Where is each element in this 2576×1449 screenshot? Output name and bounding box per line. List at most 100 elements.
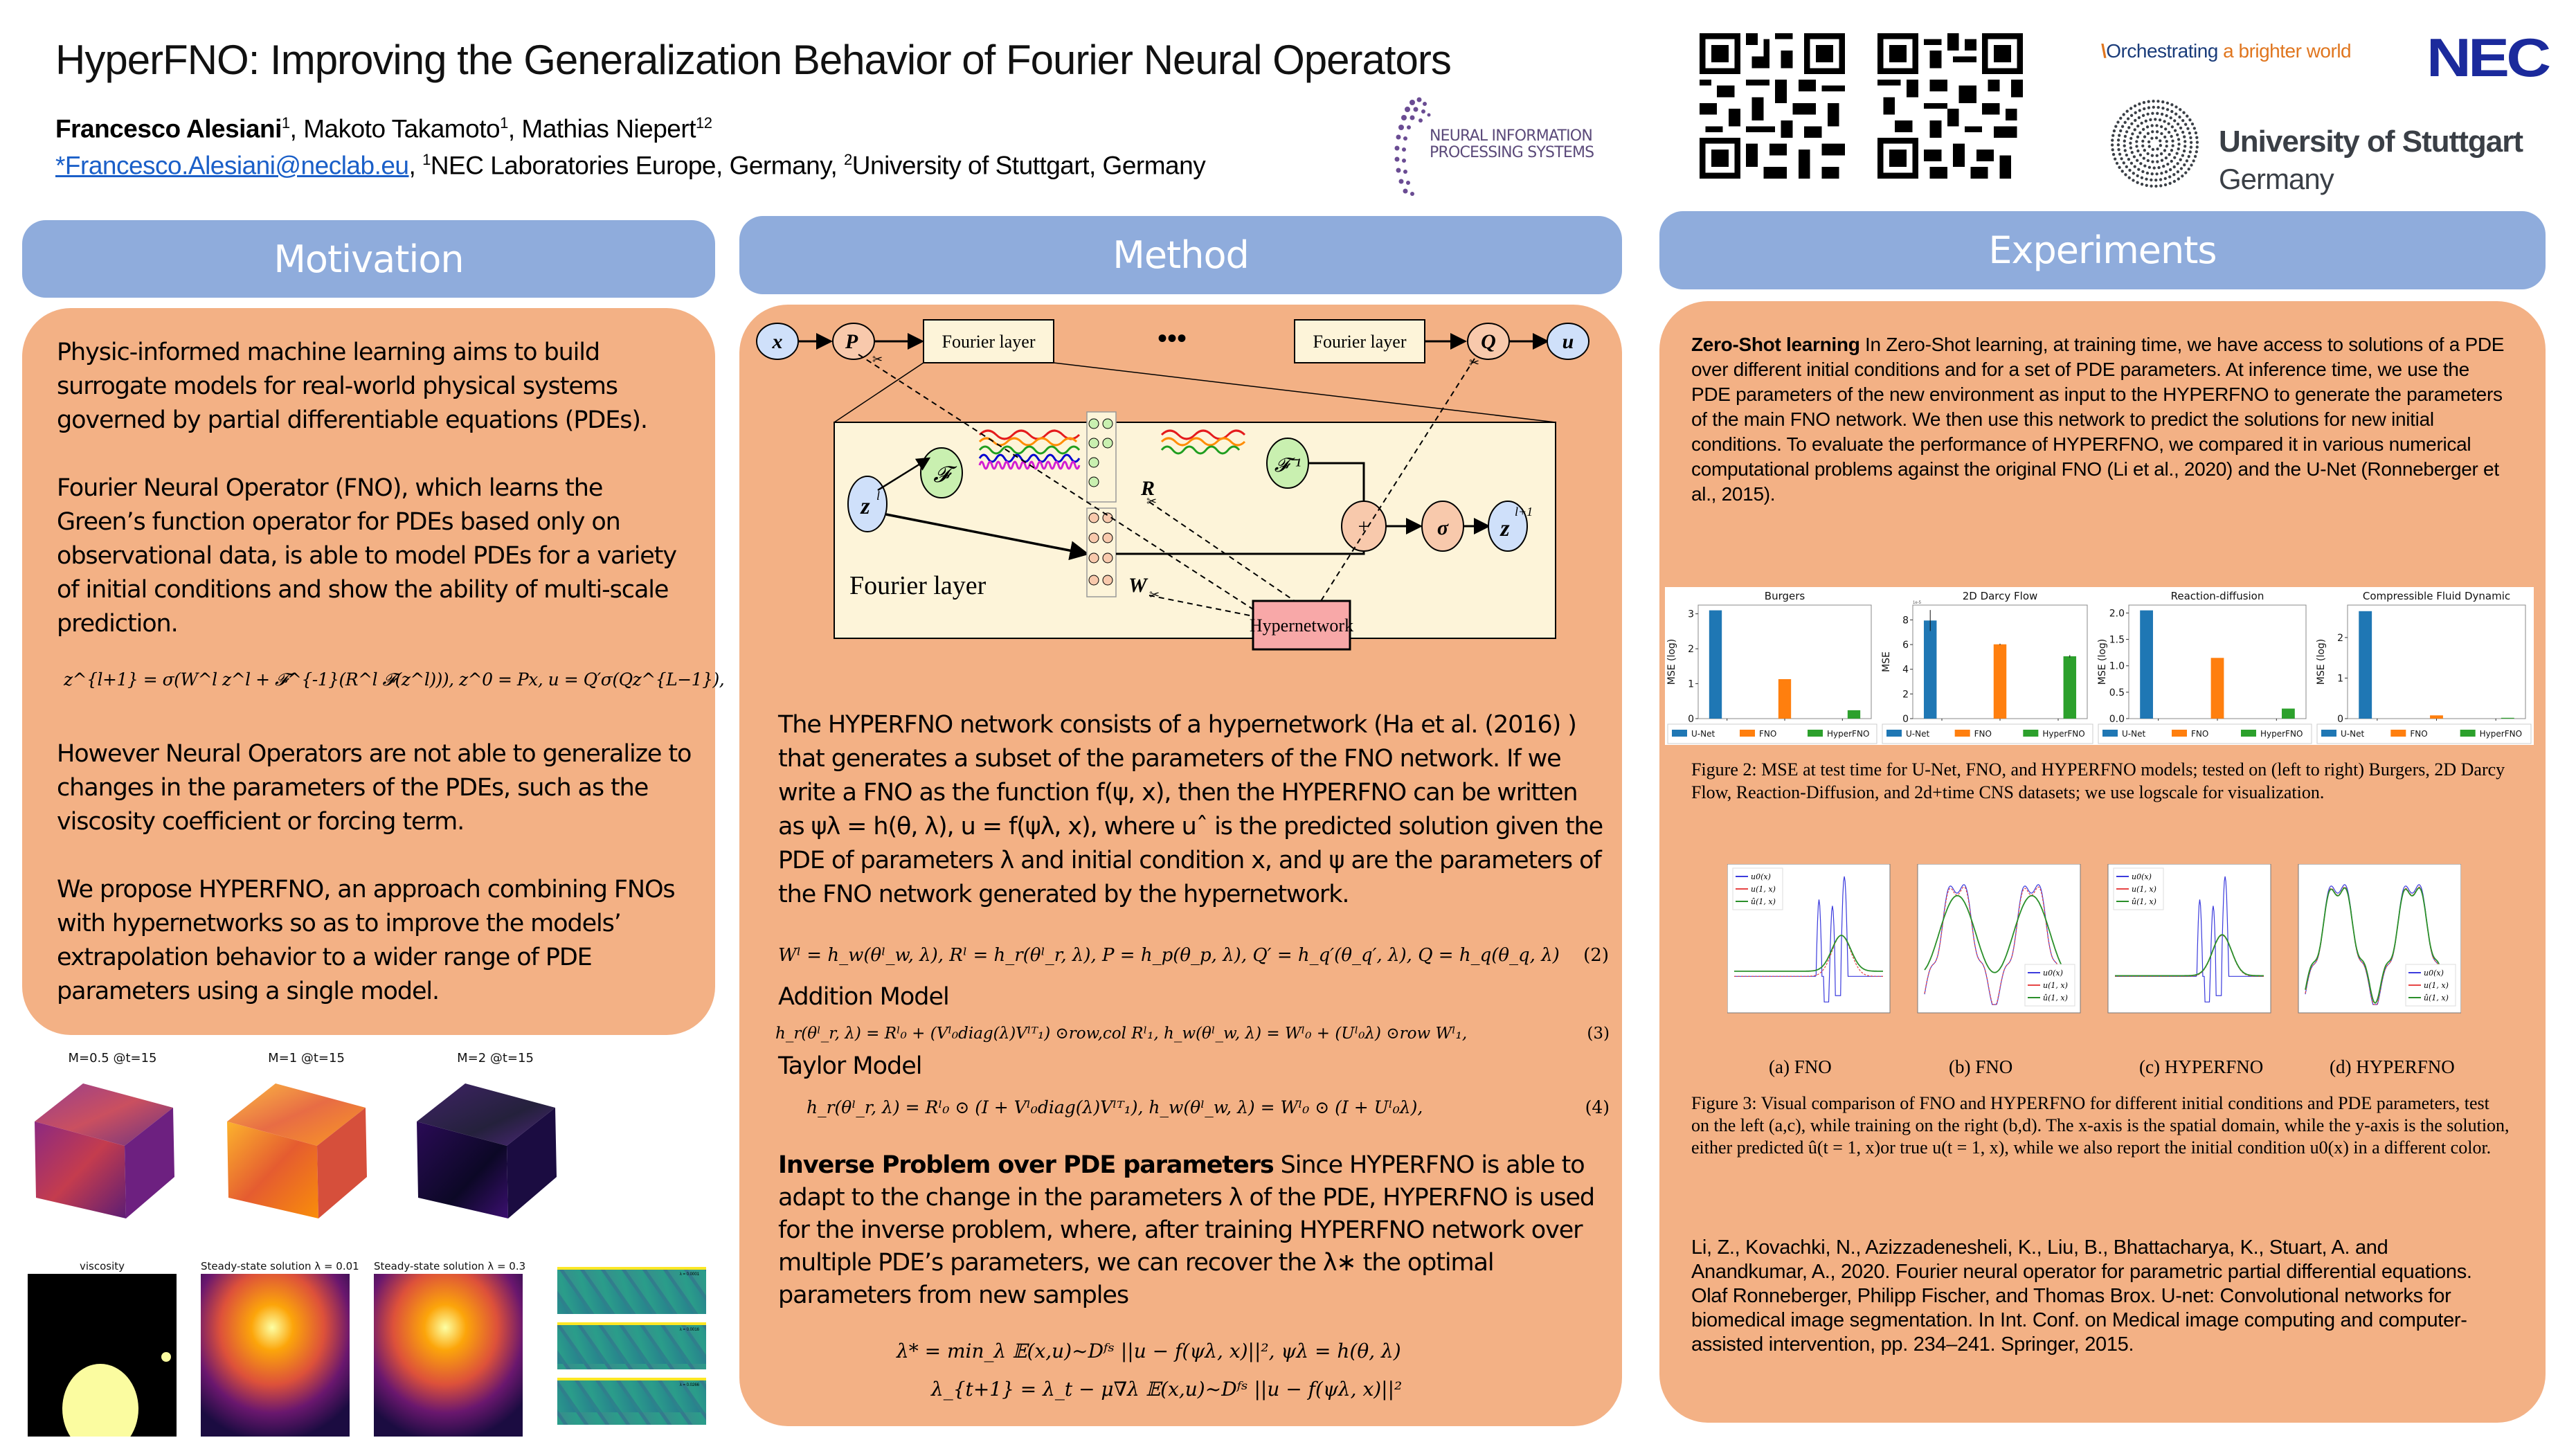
series-uh (2115, 934, 2264, 977)
chart-title: 2D Darcy Flow (1963, 590, 2038, 602)
scissors-icon: ✂ (1146, 494, 1157, 508)
method-header: Method (739, 216, 1622, 294)
equation-3: h_r(θˡ_r, λ) = Rˡ₀ + (Vˡ₀diag(λ)Vˡᵀ₁) ⊙r… (775, 1025, 1610, 1043)
legend-swatch (2023, 730, 2039, 737)
turbulence-cubes (35, 1083, 557, 1218)
poster-title: HyperFNO: Improving the Generalization B… (55, 37, 1452, 83)
reference-item: Olaf Ronneberger, Philipp Fischer, and T… (1691, 1285, 2467, 1356)
y-tick-label: 4 (1902, 665, 1909, 676)
series-u1 (1924, 886, 2074, 1005)
legend-box (2316, 723, 2532, 744)
darcy-title: Steady-state solution λ = 0.01 (201, 1260, 359, 1272)
legend-box (1882, 723, 2093, 744)
email-link[interactable]: *Francesco.Alesiani@neclab.eu (55, 151, 409, 180)
affiliation-stuttgart: University of Stuttgart, Germany (852, 151, 1206, 180)
z-l1-node (1488, 501, 1528, 552)
stuttgart-country: Germany (2219, 163, 2334, 195)
legend-label: FNO (1974, 729, 1992, 739)
svg-text:z: z (860, 494, 870, 519)
cube-m2 (417, 1083, 557, 1218)
y-tick-label: 3 (1688, 609, 1694, 620)
hyperfno-architecture-diagram: x P Fourier layer ••• Fourier layer Q u … (756, 319, 1589, 651)
legend-label: U-Net (1906, 729, 1929, 739)
addition-model-heading: Addition Model (778, 983, 950, 1011)
cube-m1 (227, 1083, 367, 1218)
svg-text:z: z (1499, 516, 1510, 541)
author-name: Francesco Alesiani (55, 114, 282, 143)
y-tick-label: 2 (1688, 644, 1694, 655)
W-label: W (1128, 574, 1149, 597)
y-tick-label: 0 (2337, 714, 2343, 725)
qr-code-icon[interactable] (1700, 33, 1845, 179)
darcy-figures (28, 1274, 523, 1437)
bar-hyperfno (1847, 710, 1861, 719)
inverse-problem-heading: Inverse Problem over PDE parameters (778, 1151, 1275, 1179)
subfigure-label: (c) HYPERFNO (2139, 1056, 2264, 1077)
cube-title: M=0.5 @t=15 (68, 1051, 157, 1065)
equation-6: λ_{t+1} = λ_t − μ∇λ 𝔼(x,u)~Dᶠˢ ||u − f(ψ… (931, 1378, 1403, 1401)
y-tick-label: 2 (1902, 689, 1909, 700)
stuttgart-logo-icon (2110, 99, 2199, 188)
equation-5: λ* = min_λ 𝔼(x,u)~Dᶠˢ ||u − f(ψλ, x)||²,… (897, 1340, 1401, 1362)
legend-label: û(1, x) (2132, 897, 2156, 906)
taylor-model-heading: Taylor Model (778, 1052, 922, 1080)
y-tick-label: 0.5 (2109, 687, 2125, 699)
nec-tagline-part-1: Orchestrating (2106, 40, 2218, 62)
cube-title: M=2 @t=15 (457, 1051, 534, 1065)
affil-sup: 2 (844, 151, 852, 168)
inner-fourier-label: Fourier layer (849, 571, 987, 600)
legend-swatch (2241, 730, 2256, 737)
inverse-problem-paragraph: Inverse Problem over PDE parameters Sinc… (778, 1149, 1609, 1312)
motivation-header: Motivation (22, 220, 715, 298)
series-uh (2305, 887, 2455, 1004)
zero-shot-text: In Zero-Shot learning, at training time,… (1691, 334, 2505, 505)
bar-u-net (1923, 620, 1937, 719)
legend-label: HyperFNO (2260, 729, 2303, 739)
solution-comparison-plots: u0(x)u(1, x)û(1, x)u0(x)u(1, x)û(1, x)u0… (1727, 863, 2462, 1014)
method-description: The HYPERFNO network consists of a hyper… (778, 711, 1603, 908)
motivation-paragraph: Physic-informed machine learning aims to… (57, 339, 648, 434)
legend-label: û(1, x) (1751, 897, 1776, 906)
bar-u-net (1709, 610, 1722, 719)
legend-label: HyperFNO (1827, 729, 1869, 739)
bar-u-net (2359, 611, 2372, 719)
legend-swatch (1954, 730, 1970, 737)
chart-title: Reaction-diffusion (2171, 590, 2264, 602)
legend-swatch (1808, 730, 1823, 737)
y-tick-label: 1.5 (2109, 635, 2125, 646)
legend-label: u(1, x) (2424, 981, 2449, 990)
nec-tagline-part-2: a brighter world (2223, 40, 2352, 62)
motivation-paragraph: Fourier Neural Operator (FNO), which lea… (57, 474, 677, 638)
scissors-icon: ✂ (872, 352, 883, 366)
qr-code-icon[interactable] (1877, 33, 2023, 179)
y-axis-label: MSE (log) (2097, 639, 2108, 685)
legend-label: HyperFNO (2480, 729, 2522, 739)
legend-swatch (1740, 730, 1755, 737)
neurips-logo-icon (1394, 97, 1431, 196)
y-tick-label: 2.0 (2109, 608, 2125, 619)
zero-shot-heading: Zero-Shot learning (1691, 334, 1860, 355)
neurips-wordmark: NEURAL INFORMATION PROCESSING SYSTEMS (1430, 128, 1594, 161)
z-l-node (847, 476, 888, 532)
experiments-panel (1659, 301, 2546, 1423)
svg-text:Fourier layer: Fourier layer (942, 332, 1035, 352)
figure-2-caption: Figure 2: MSE at test time for U-Net, FN… (1691, 759, 2505, 802)
fourier-layer-box (1294, 319, 1425, 363)
experiments-header: Experiments (1659, 211, 2546, 289)
y-tick-label: 2 (2337, 633, 2343, 644)
line-plot-d: u0(x)u(1, x)û(1, x) (2298, 863, 2462, 1014)
adv-label: λ = 0.0266 (680, 1383, 700, 1387)
R-label: R (1140, 477, 1155, 500)
equation-number: (2) (1583, 945, 1609, 966)
legend-label: FNO (2410, 729, 2427, 739)
legend-label: U-Net (2341, 729, 2364, 739)
author-affil-sup: 1 (281, 114, 290, 132)
series-uh (1734, 935, 1883, 972)
chart-title: Compressible Fluid Dynamic (2363, 590, 2510, 602)
series-u1 (1734, 935, 1883, 977)
y-tick-label: 1 (2337, 673, 2343, 684)
svg-text:Q: Q (1481, 330, 1496, 353)
